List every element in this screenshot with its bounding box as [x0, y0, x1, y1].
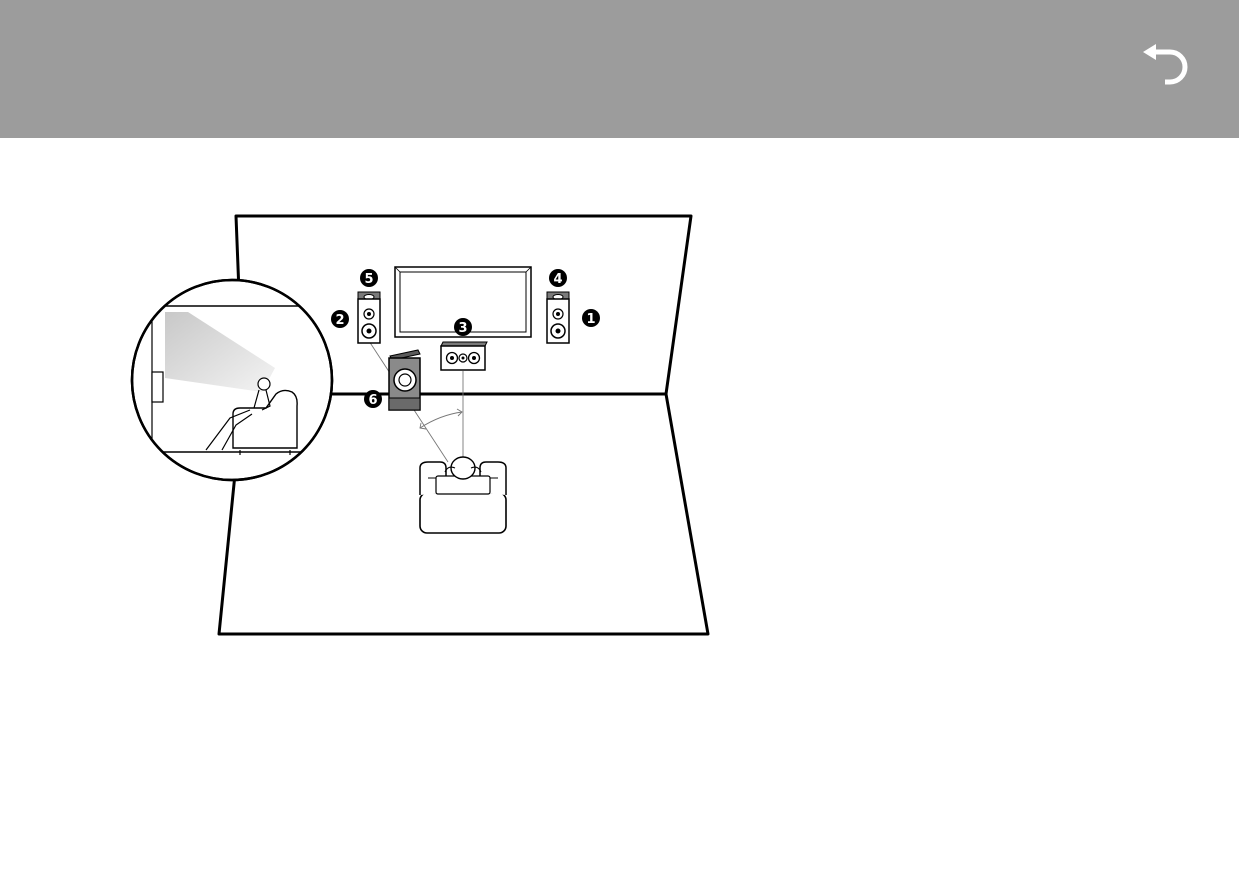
header-bar	[0, 0, 1239, 138]
svg-text:4: 4	[553, 272, 562, 287]
speaker-front-left	[357, 291, 381, 344]
callout-1: 1	[582, 309, 600, 327]
callout-6: 6	[364, 390, 382, 408]
back-button[interactable]	[1136, 38, 1192, 86]
svg-text:1: 1	[586, 312, 595, 327]
svg-text:6: 6	[368, 393, 377, 408]
speaker-front-right	[546, 291, 570, 344]
svg-text:5: 5	[364, 272, 373, 287]
listening-lines	[368, 340, 464, 463]
speaker-center	[440, 341, 488, 371]
callout-5: 5	[360, 269, 378, 287]
svg-text:2: 2	[335, 313, 344, 328]
callout-3: 3	[454, 318, 472, 336]
listener-chair	[419, 456, 507, 534]
subwoofer	[388, 349, 421, 411]
side-view-inset	[130, 278, 334, 482]
callout-2: 2	[331, 310, 349, 328]
svg-text:3: 3	[458, 321, 467, 336]
callout-4: 4	[549, 269, 567, 287]
back-arrow-icon	[1143, 44, 1188, 85]
